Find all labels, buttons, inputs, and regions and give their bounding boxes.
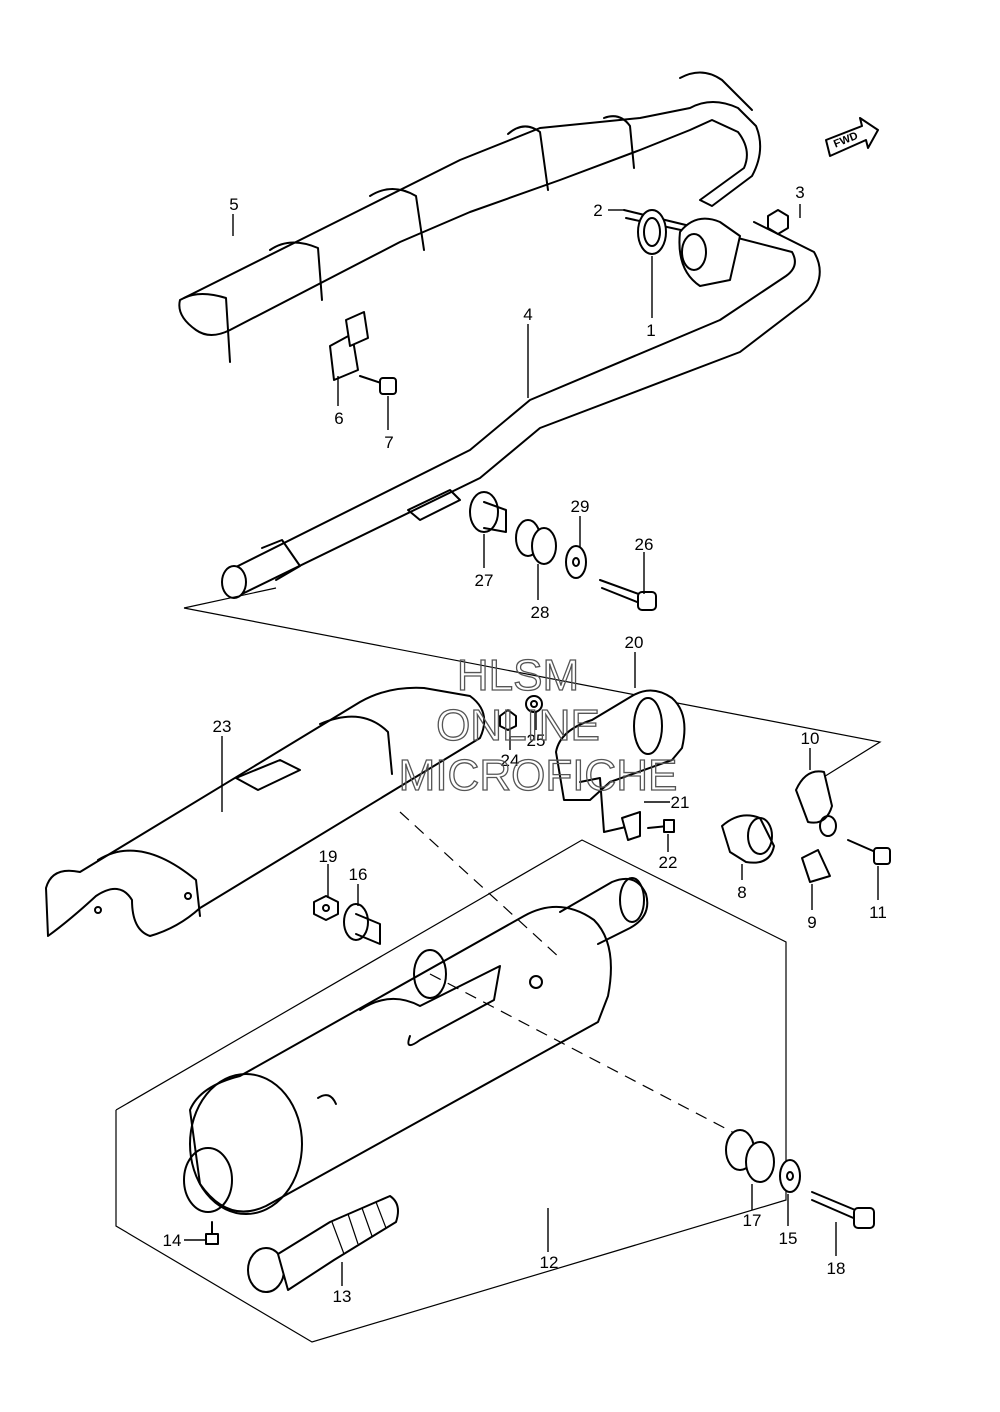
callout-16[interactable]: 16 bbox=[349, 865, 368, 884]
part-3-nut[interactable] bbox=[767, 209, 789, 235]
callout-8[interactable]: 8 bbox=[737, 883, 746, 902]
part-12-muffler[interactable] bbox=[183, 877, 649, 1215]
part-7-bolt[interactable] bbox=[359, 375, 397, 395]
callout-numbers: 1 2 3 4 5 6 7 8 9 10 11 12 13 14 15 16 1… bbox=[163, 183, 887, 1306]
pipe-flange bbox=[678, 217, 741, 287]
watermark-line-2: ONLINE bbox=[436, 701, 600, 750]
part-21-clamp[interactable] bbox=[621, 811, 641, 841]
callout-26[interactable]: 26 bbox=[635, 535, 654, 554]
part-16-bushing[interactable] bbox=[343, 903, 381, 945]
callout-25[interactable]: 25 bbox=[527, 731, 546, 750]
callout-24[interactable]: 24 bbox=[501, 751, 520, 770]
part-9-bracket[interactable] bbox=[801, 849, 831, 883]
callout-6[interactable]: 6 bbox=[334, 409, 343, 428]
muffler-dashed-reference bbox=[399, 811, 741, 1137]
part-15-washer[interactable] bbox=[779, 1159, 801, 1193]
part-10-clamp[interactable] bbox=[795, 770, 837, 837]
part-19-nut[interactable] bbox=[313, 895, 339, 921]
watermark-line-3: MICROFICHE bbox=[399, 751, 678, 800]
callout-1[interactable]: 1 bbox=[646, 321, 655, 340]
watermark-line-1: HLSM bbox=[457, 651, 579, 700]
part-24-nut[interactable] bbox=[499, 709, 517, 731]
part-18-bolt[interactable] bbox=[811, 1191, 875, 1229]
part-23-heat-shield[interactable] bbox=[45, 686, 486, 937]
part-5-heat-shield[interactable] bbox=[178, 71, 762, 363]
callout-20[interactable]: 20 bbox=[625, 633, 644, 652]
callout-14[interactable]: 14 bbox=[163, 1231, 182, 1250]
part-1-gasket[interactable] bbox=[637, 209, 667, 255]
callout-10[interactable]: 10 bbox=[801, 729, 820, 748]
part-14-bolt[interactable] bbox=[205, 1221, 219, 1245]
part-11-bolt[interactable] bbox=[847, 839, 891, 865]
fwd-arrow-icon: FWD bbox=[825, 117, 879, 157]
callout-2[interactable]: 2 bbox=[593, 201, 602, 220]
leader-lines bbox=[184, 204, 879, 1286]
callout-4[interactable]: 4 bbox=[523, 305, 532, 324]
callout-11[interactable]: 11 bbox=[869, 903, 887, 922]
callout-13[interactable]: 13 bbox=[333, 1287, 352, 1306]
callout-9[interactable]: 9 bbox=[807, 913, 816, 932]
part-25-washer[interactable] bbox=[525, 695, 543, 713]
callout-15[interactable]: 15 bbox=[779, 1229, 798, 1248]
callout-29[interactable]: 29 bbox=[571, 497, 590, 516]
assembly-reference-lines bbox=[183, 587, 882, 789]
callout-19[interactable]: 19 bbox=[319, 847, 338, 866]
callout-12[interactable]: 12 bbox=[540, 1253, 559, 1272]
watermark: HLSM ONLINE MICROFICHE bbox=[398, 650, 678, 800]
callout-21[interactable]: 21 bbox=[671, 793, 690, 812]
callout-28[interactable]: 28 bbox=[531, 603, 550, 622]
callout-5[interactable]: 5 bbox=[229, 195, 238, 214]
callout-7[interactable]: 7 bbox=[384, 433, 393, 452]
part-27-bushing[interactable] bbox=[469, 491, 507, 533]
callout-22[interactable]: 22 bbox=[659, 853, 678, 872]
callout-3[interactable]: 3 bbox=[795, 183, 804, 202]
part-20-joint-pipe[interactable] bbox=[555, 689, 686, 833]
callout-17[interactable]: 17 bbox=[743, 1211, 762, 1230]
part-12-box bbox=[115, 839, 787, 1343]
part-6-bracket[interactable] bbox=[329, 311, 369, 381]
part-28-grommet[interactable] bbox=[515, 519, 557, 565]
part-17-grommet[interactable] bbox=[725, 1129, 775, 1183]
callout-18[interactable]: 18 bbox=[827, 1259, 846, 1278]
part-22-bolt[interactable] bbox=[647, 819, 675, 833]
part-8-sleeve[interactable] bbox=[721, 814, 775, 864]
callout-23[interactable]: 23 bbox=[213, 717, 232, 736]
part-13-spark-arrester[interactable] bbox=[247, 1195, 399, 1293]
part-4-exhaust-pipe[interactable] bbox=[221, 221, 821, 599]
part-29-washer[interactable] bbox=[565, 545, 587, 579]
callout-27[interactable]: 27 bbox=[475, 571, 494, 590]
part-26-bolt[interactable] bbox=[599, 579, 657, 611]
